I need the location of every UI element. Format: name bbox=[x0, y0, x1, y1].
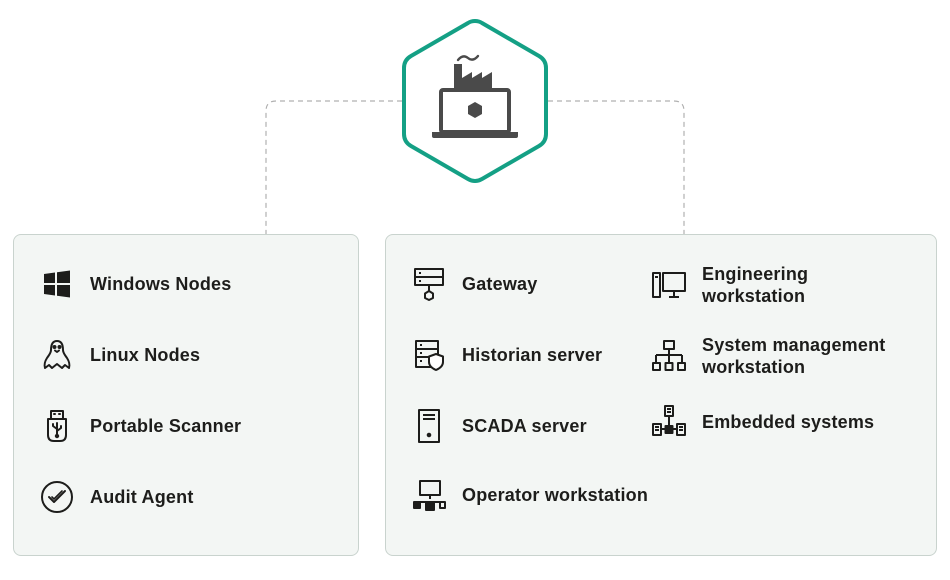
embedded-systems-icon bbox=[652, 405, 686, 439]
list-item: Embedded systems bbox=[652, 405, 912, 439]
item-label: Linux Nodes bbox=[90, 345, 201, 365]
list-item: Gateway bbox=[412, 267, 537, 301]
system-management-icon bbox=[652, 339, 686, 373]
factory-laptop-icon bbox=[402, 18, 548, 183]
usb-stick-icon bbox=[40, 409, 74, 443]
engineering-workstation-icon bbox=[652, 268, 686, 302]
historian-server-icon bbox=[412, 338, 446, 372]
item-label: SCADA server bbox=[462, 416, 587, 436]
list-item: Audit Agent bbox=[40, 480, 194, 514]
item-label: Engineering workstation bbox=[702, 264, 809, 306]
list-item: System management workstation bbox=[652, 334, 912, 378]
item-label: Operator workstation bbox=[462, 485, 649, 505]
checkmark-circle-icon bbox=[40, 480, 74, 514]
linux-penguin-icon bbox=[40, 338, 74, 372]
item-label: Audit Agent bbox=[90, 487, 194, 507]
item-label: Historian server bbox=[462, 345, 603, 365]
scada-server-icon bbox=[412, 409, 446, 443]
list-item: Portable Scanner bbox=[40, 409, 241, 443]
list-item: Linux Nodes bbox=[40, 338, 200, 372]
item-label: Windows Nodes bbox=[90, 274, 232, 294]
connector-left bbox=[265, 100, 402, 234]
industrial-systems-panel: Gateway Historian server SCADA server bbox=[385, 234, 937, 556]
list-item: Historian server bbox=[412, 338, 602, 372]
list-item: Windows Nodes bbox=[40, 267, 231, 301]
endpoint-protection-panel: Windows Nodes Linux Nodes Portable Scann… bbox=[13, 234, 359, 556]
operator-workstation-icon bbox=[412, 478, 446, 512]
item-label: Gateway bbox=[462, 274, 538, 294]
list-item: Operator workstation bbox=[412, 478, 672, 512]
item-label: System management workstation bbox=[702, 335, 886, 377]
connector-right bbox=[548, 100, 685, 234]
gateway-icon bbox=[412, 267, 446, 301]
item-label: Portable Scanner bbox=[90, 416, 242, 436]
list-item: SCADA server bbox=[412, 409, 587, 443]
windows-logo-icon bbox=[40, 267, 74, 301]
list-item: Engineering workstation bbox=[652, 263, 912, 307]
item-label: Embedded systems bbox=[702, 412, 875, 432]
